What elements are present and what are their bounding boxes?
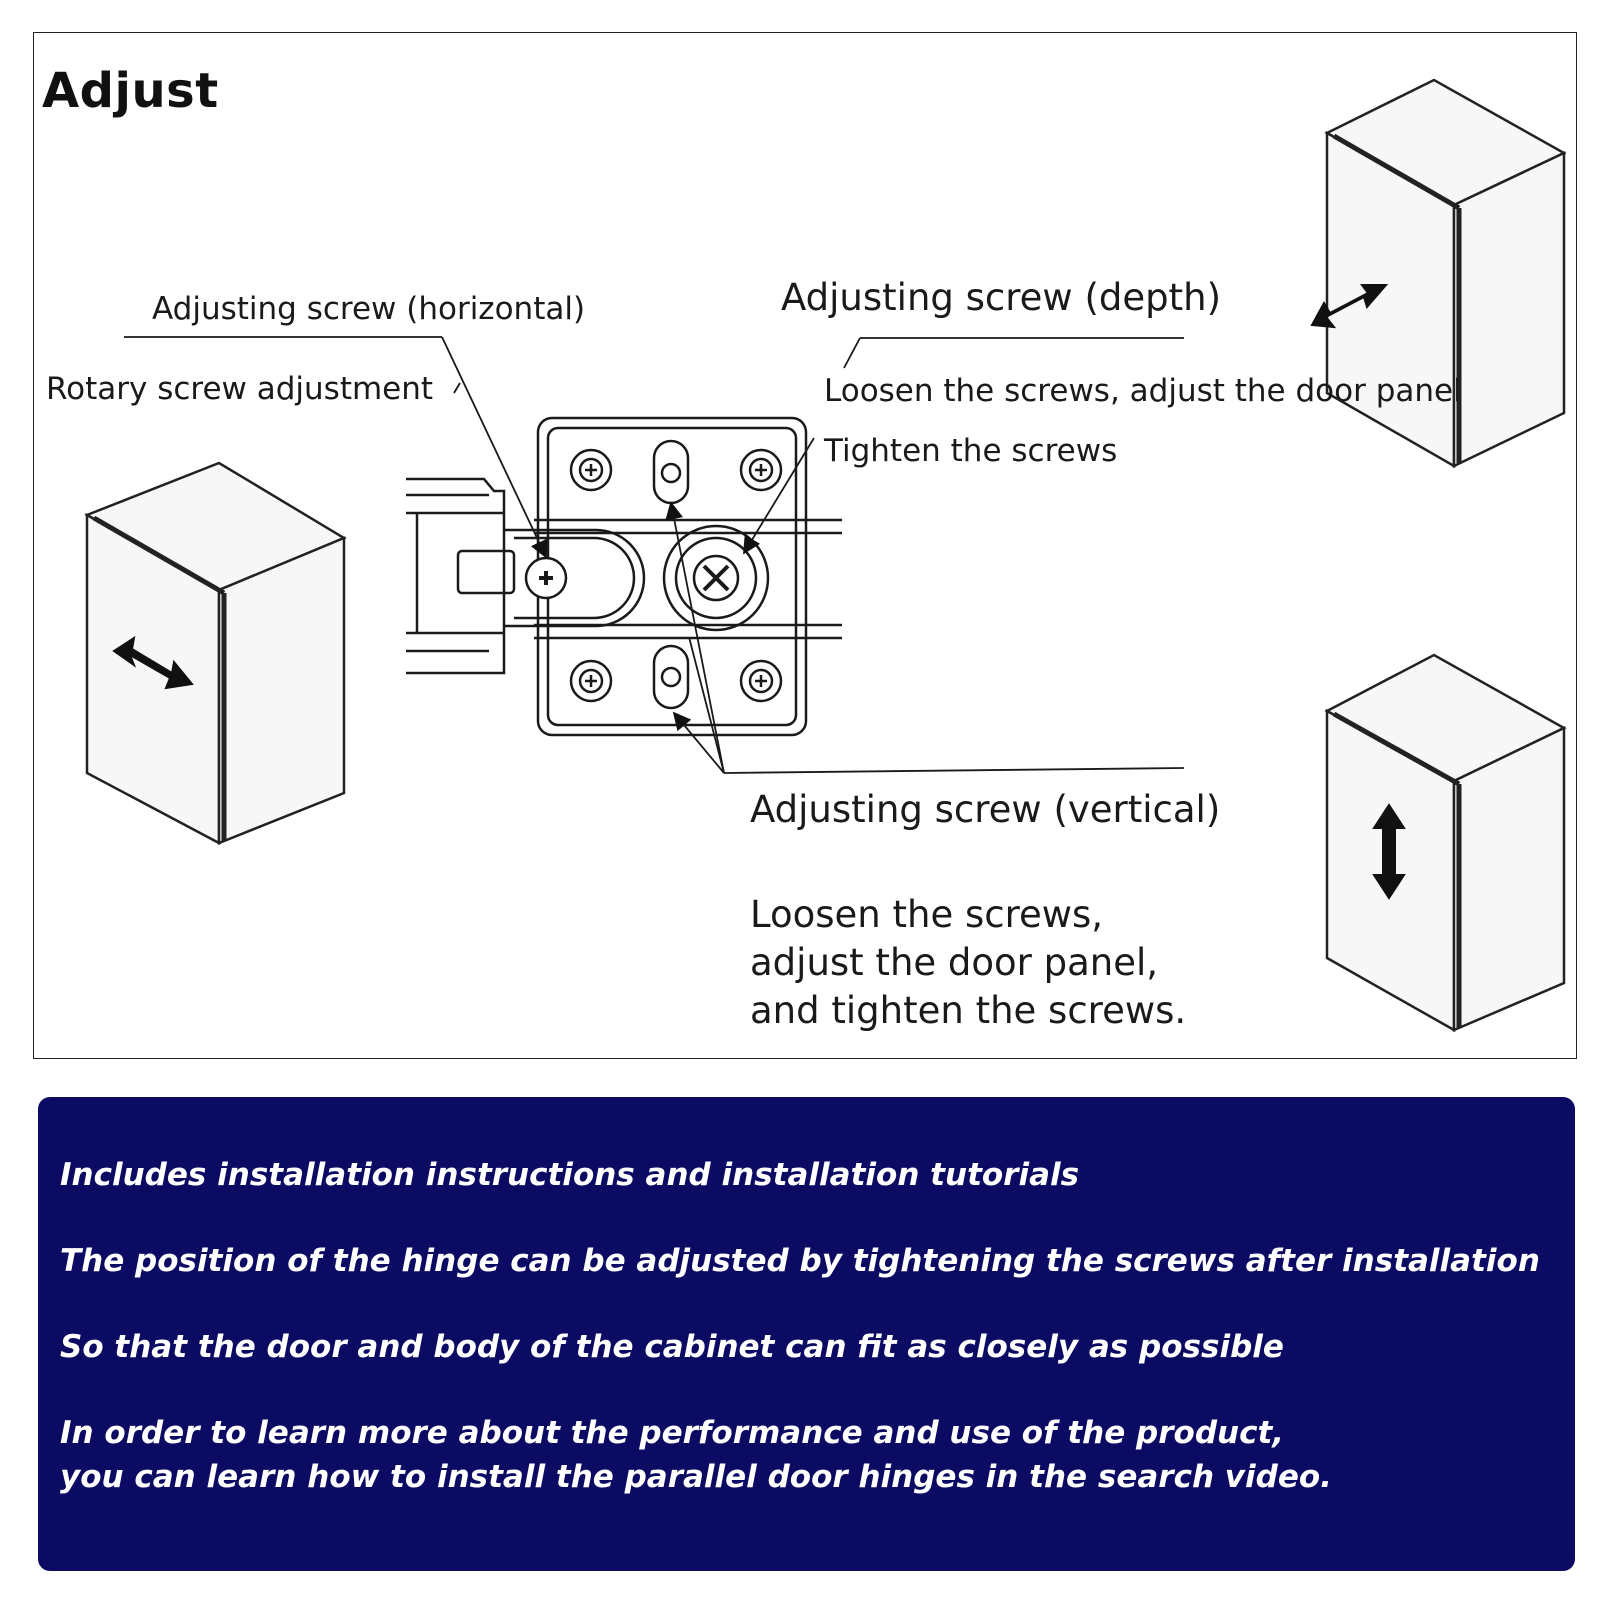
- info-closing-line: you can learn how to install the paralle…: [60, 1459, 1332, 1495]
- diagram-title: Adjust: [42, 63, 219, 119]
- horizontal-screw-label: Adjusting screw (horizontal): [152, 291, 586, 327]
- depth-step2-label: Tighten the screws: [824, 433, 1118, 469]
- vertical-note: Loosen the screws, adjust the door panel…: [750, 891, 1186, 1035]
- horizontal-arrow-icon: [112, 635, 194, 690]
- cabinet-horizontal-icon: [84, 461, 347, 846]
- cabinet-depth-icon: [1324, 78, 1567, 469]
- vertical-screw-label: Adjusting screw (vertical): [750, 788, 1221, 831]
- info-closing-line: In order to learn more about the perform…: [60, 1415, 1285, 1451]
- info-line: So that the door and body of the cabinet…: [60, 1329, 1284, 1365]
- info-line: The position of the hinge can be adjuste…: [60, 1243, 1540, 1279]
- info-closing: In order to learn more about the perform…: [60, 1411, 1553, 1499]
- info-panel: Includes installation instructions and i…: [38, 1097, 1575, 1571]
- vertical-note-line: adjust the door panel,: [750, 941, 1159, 984]
- cabinet-vertical-icon: [1324, 653, 1567, 1033]
- vertical-note-line: Loosen the screws,: [750, 893, 1104, 936]
- depth-arrow-icon: [1310, 284, 1389, 329]
- vertical-arrow-icon: [1372, 803, 1406, 900]
- adjust-diagram-frame: Adjust Adjusting screw (horizontal) Rota…: [33, 32, 1577, 1059]
- leader-lines: [124, 336, 1185, 774]
- vertical-note-line: and tighten the screws.: [750, 989, 1187, 1032]
- hinge-diagram: [84, 78, 1567, 1033]
- rotary-adjustment-label: Rotary screw adjustment: [46, 371, 434, 407]
- info-line: Includes installation instructions and i…: [60, 1157, 1080, 1193]
- hinge-illustration: [406, 416, 842, 737]
- depth-screw-label: Adjusting screw (depth): [781, 276, 1222, 319]
- depth-step1-label: Loosen the screws, adjust the door panel: [824, 373, 1462, 409]
